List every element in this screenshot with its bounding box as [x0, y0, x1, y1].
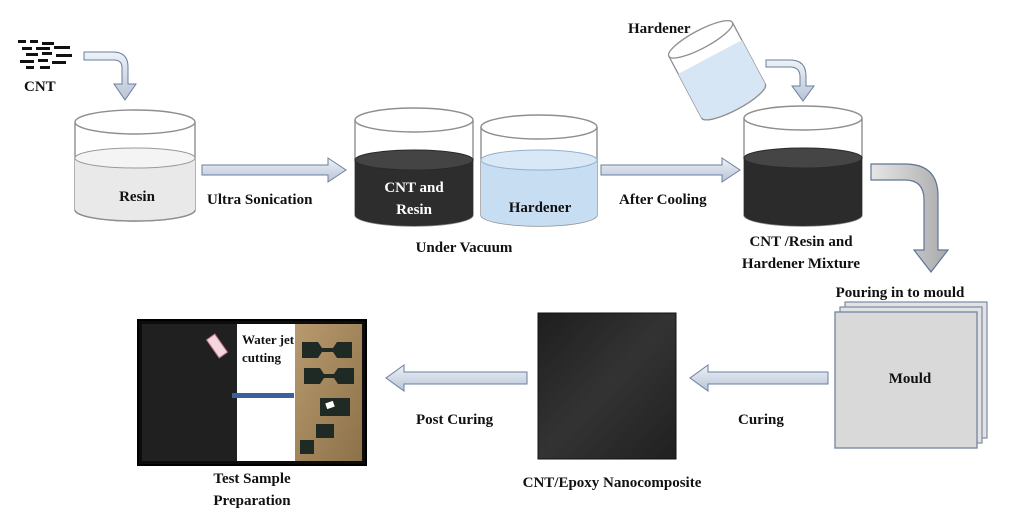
cnt-label: CNT [24, 79, 56, 95]
under-vacuum-label: Under Vacuum [416, 240, 513, 256]
test-sample-label-line1: Test Sample [213, 471, 291, 487]
water-jet-label-line2: cutting [242, 350, 282, 365]
hardener-top-label: Hardener [628, 21, 691, 37]
hardener-beaker [480, 114, 598, 227]
ultra-sonication-label: Ultra Sonication [207, 192, 313, 208]
resin-beaker [74, 109, 196, 222]
hardener-to-mix-arrow [765, 59, 815, 102]
mixture-to-mould-arrow [870, 163, 950, 273]
cnt-resin-beaker [354, 107, 474, 227]
test-sample-label-line2: Preparation [213, 493, 291, 509]
cnt-icon [18, 40, 72, 69]
after-cooling-arrow [600, 157, 741, 183]
curing-label: Curing [738, 412, 784, 428]
mould [834, 301, 988, 449]
ultra-sonication-arrow [201, 157, 347, 183]
mould-label: Mould [889, 371, 932, 387]
pouring-label: Pouring in to mould [836, 285, 965, 301]
mixture-label-line1: CNT /Resin and [749, 234, 853, 250]
cnt-to-resin-arrow [83, 51, 137, 101]
cnt-resin-label-line2: Resin [396, 202, 432, 218]
curing-arrow [689, 364, 829, 392]
after-cooling-label: After Cooling [619, 192, 707, 208]
hardener-beaker-label: Hardener [509, 200, 572, 216]
nanocomposite-sheet [537, 312, 677, 460]
post-curing-label: Post Curing [416, 412, 494, 428]
hardener-pour-beaker [667, 20, 767, 121]
mixture-beaker [743, 105, 863, 227]
test-sample-photo [137, 319, 367, 466]
resin-label: Resin [119, 189, 155, 205]
mixture-label-line2: Hardener Mixture [742, 256, 861, 272]
nanocomposite-label: CNT/Epoxy Nanocomposite [523, 475, 702, 491]
cnt-resin-label-line1: CNT and [384, 180, 444, 196]
post-curing-arrow [385, 364, 528, 392]
water-jet-label-line1: Water jet [242, 332, 295, 347]
